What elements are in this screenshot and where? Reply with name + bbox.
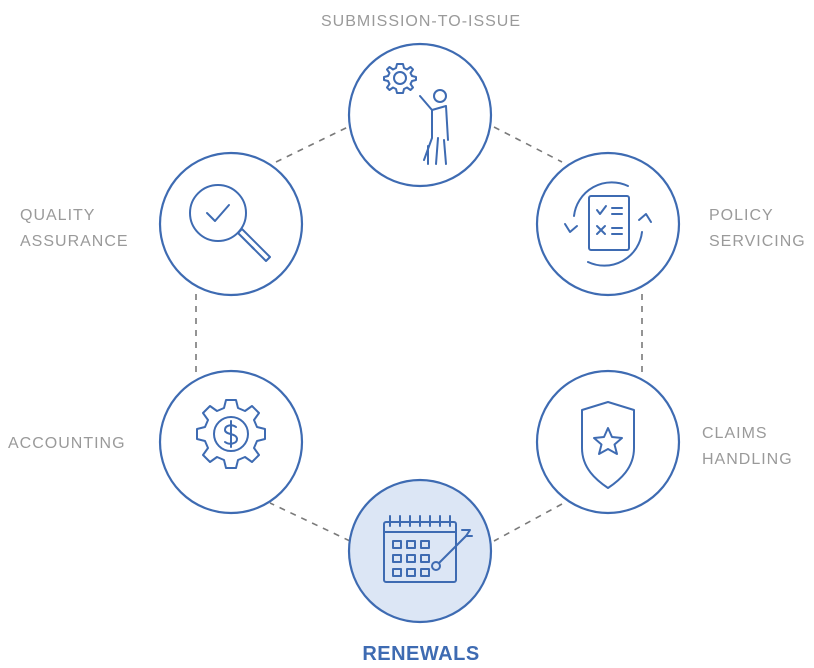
node-label-line-2: HANDLING (702, 451, 793, 468)
node-label-line-1: QUALITY (20, 207, 95, 224)
node-quality-assurance[interactable]: QUALITY ASSURANCE (20, 151, 304, 297)
connector-renewals-accounting (269, 502, 351, 542)
node-ring (347, 42, 493, 188)
node-renewals[interactable]: RENEWALS (347, 478, 493, 665)
magnifier-check-icon (189, 184, 271, 262)
node-ring (535, 369, 681, 515)
connectors (195, 125, 643, 542)
node-submission-to-issue[interactable]: SUBMISSION-TO-ISSUE (321, 13, 521, 188)
node-policy-servicing[interactable]: POLICY SERVICING (535, 151, 806, 297)
node-label: SUBMISSION-TO-ISSUE (321, 13, 521, 30)
node-label-line-1: POLICY (709, 207, 774, 224)
node-ring (535, 151, 681, 297)
node-label: ACCOUNTING (8, 435, 126, 452)
connector-submission-policy (493, 126, 563, 163)
node-label-line-1: CLAIMS (702, 425, 768, 442)
node-accounting[interactable]: ACCOUNTING (8, 369, 304, 515)
node-claims-handling[interactable]: CLAIMS HANDLING (535, 369, 793, 515)
connector-quality-submission (275, 125, 351, 163)
calendar-arrow-icon (383, 515, 473, 583)
node-label-line-2: ASSURANCE (20, 233, 129, 250)
node-label-active: RENEWALS (362, 643, 479, 665)
node-ring (158, 151, 304, 297)
person-gear-icon (383, 63, 449, 165)
connector-claims-renewals (493, 503, 563, 542)
gear-dollar-icon (196, 399, 266, 469)
shield-star-icon (581, 401, 635, 489)
node-label-line-2: SERVICING (709, 233, 806, 250)
node-ring-active (347, 478, 493, 624)
refresh-checklist-icon (564, 181, 652, 267)
